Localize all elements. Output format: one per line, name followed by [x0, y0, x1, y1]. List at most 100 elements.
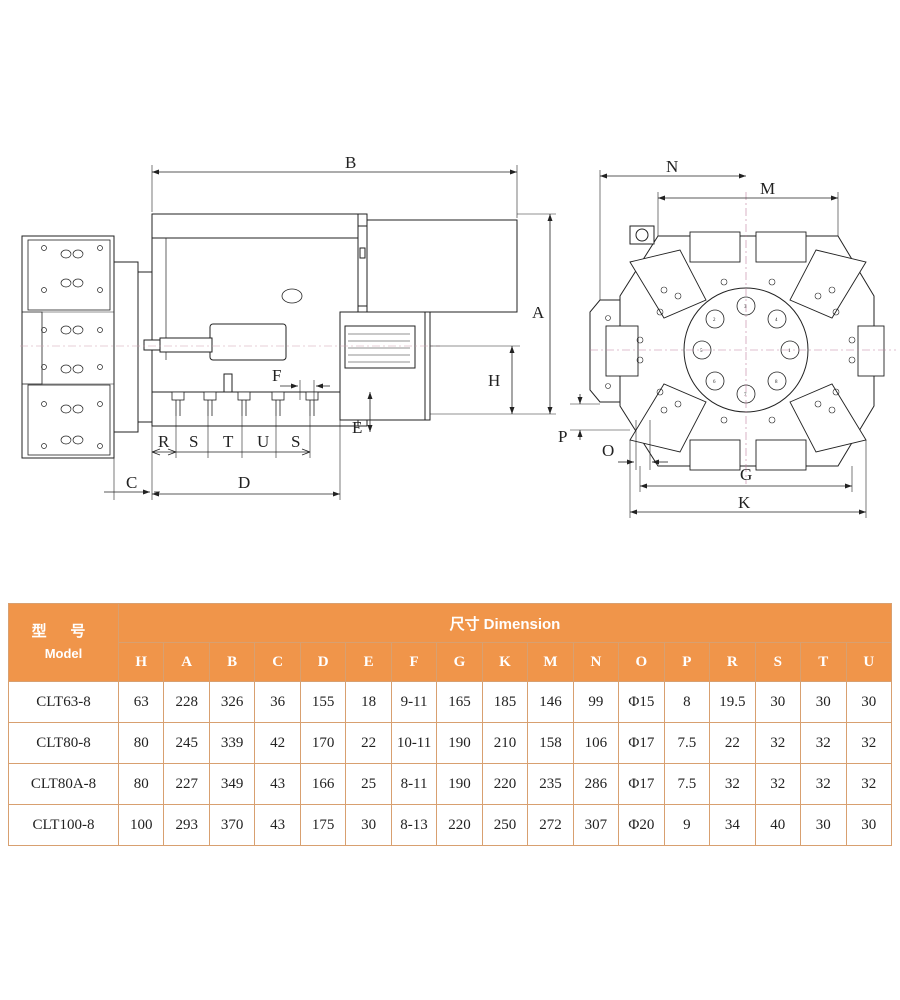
value-cell: 8-13 [390, 804, 438, 846]
value-cell: Φ20 [618, 804, 665, 846]
value-cell: 43 [254, 763, 301, 805]
value-cell: 43 [254, 804, 301, 846]
value-cell: 40 [754, 804, 802, 846]
value-cell: 170 [299, 722, 347, 764]
value-cell: 22 [709, 722, 756, 764]
value-cell: 30 [345, 804, 392, 846]
value-cell: 30 [800, 681, 847, 723]
model-cell: CLT63-8 [8, 681, 119, 723]
dim-label-U: U [257, 432, 269, 451]
value-cell: 220 [481, 763, 529, 805]
column-header: E [345, 642, 392, 682]
value-cell: 32 [845, 763, 892, 805]
value-cell: 30 [800, 804, 847, 846]
value-cell: Φ17 [618, 722, 665, 764]
column-header: T [800, 642, 847, 682]
value-cell: 146 [527, 681, 574, 723]
value-cell: 155 [299, 681, 347, 723]
value-cell: 228 [163, 681, 210, 723]
column-header: S [754, 642, 802, 682]
value-cell: 36 [254, 681, 301, 723]
dim-label-S1: S [189, 432, 198, 451]
dim-label-T: T [223, 432, 234, 451]
dim-label-B: B [345, 153, 356, 172]
dim-label-O: O [602, 441, 614, 460]
station-number: 8 [775, 380, 778, 385]
value-cell: 272 [527, 804, 574, 846]
model-header-en: Model [44, 645, 83, 661]
value-cell: 25 [345, 763, 392, 805]
value-cell: 227 [163, 763, 210, 805]
dim-label-F: F [272, 366, 281, 385]
value-cell: 339 [208, 722, 256, 764]
value-cell: 32 [754, 722, 802, 764]
dim-label-K: K [738, 493, 751, 512]
station-number: 7 [744, 393, 747, 398]
dim-label-A: A [532, 303, 545, 322]
model-cell: CLT80-8 [8, 722, 119, 764]
dim-label-R: R [158, 432, 170, 451]
value-cell: 8-11 [390, 763, 438, 805]
value-cell: Φ17 [618, 763, 665, 805]
value-cell: 32 [800, 722, 847, 764]
station-number: 4 [775, 318, 778, 323]
value-cell: 286 [572, 763, 620, 805]
column-header: B [208, 642, 256, 682]
value-cell: 307 [572, 804, 620, 846]
value-cell: 8 [663, 681, 711, 723]
dimension-header-en: Dimension [483, 615, 561, 633]
station-number: 6 [713, 380, 716, 385]
value-cell: 9 [663, 804, 711, 846]
dim-label-D: D [238, 473, 250, 492]
flange [113, 261, 139, 433]
column-header: U [845, 642, 892, 682]
value-cell: 210 [481, 722, 529, 764]
value-cell: 30 [754, 681, 802, 723]
dim-label-M: M [760, 179, 775, 198]
value-cell: 349 [208, 763, 256, 805]
dim-label-G: G [740, 465, 752, 484]
value-cell: 100 [117, 804, 165, 846]
model-header-zh: 型 号 [31, 623, 96, 640]
value-cell: 32 [709, 763, 756, 805]
value-cell: 7.5 [663, 722, 711, 764]
dim-label-P: P [558, 427, 567, 446]
motor [366, 219, 518, 313]
value-cell: 220 [436, 804, 483, 846]
value-cell: 63 [117, 681, 165, 723]
value-cell: 7.5 [663, 763, 711, 805]
value-cell: 32 [754, 763, 802, 805]
value-cell: 19.5 [709, 681, 756, 723]
value-cell: 22 [345, 722, 392, 764]
value-cell: 10-11 [390, 722, 438, 764]
station-number: 5 [700, 349, 703, 354]
station-number: 1 [788, 349, 791, 354]
value-cell: 30 [845, 681, 892, 723]
column-header: F [390, 642, 438, 682]
tool-disc [21, 235, 115, 459]
housing [151, 213, 368, 427]
value-cell: 293 [163, 804, 210, 846]
value-cell: 185 [481, 681, 529, 723]
column-header: G [436, 642, 483, 682]
side-view [20, 165, 556, 500]
column-header: A [163, 642, 210, 682]
column-header: M [527, 642, 574, 682]
value-cell: 190 [436, 722, 483, 764]
column-header: H [117, 642, 165, 682]
technical-drawing: B A H F E R S T U S C D [20, 153, 896, 518]
value-cell: 326 [208, 681, 256, 723]
column-header: O [618, 642, 665, 682]
column-header: N [572, 642, 620, 682]
value-cell: 165 [436, 681, 483, 723]
value-cell: 106 [572, 722, 620, 764]
dim-label-E: E [352, 418, 362, 437]
value-cell: 80 [117, 763, 165, 805]
model-cell: CLT100-8 [8, 804, 119, 846]
value-cell: 32 [845, 722, 892, 764]
